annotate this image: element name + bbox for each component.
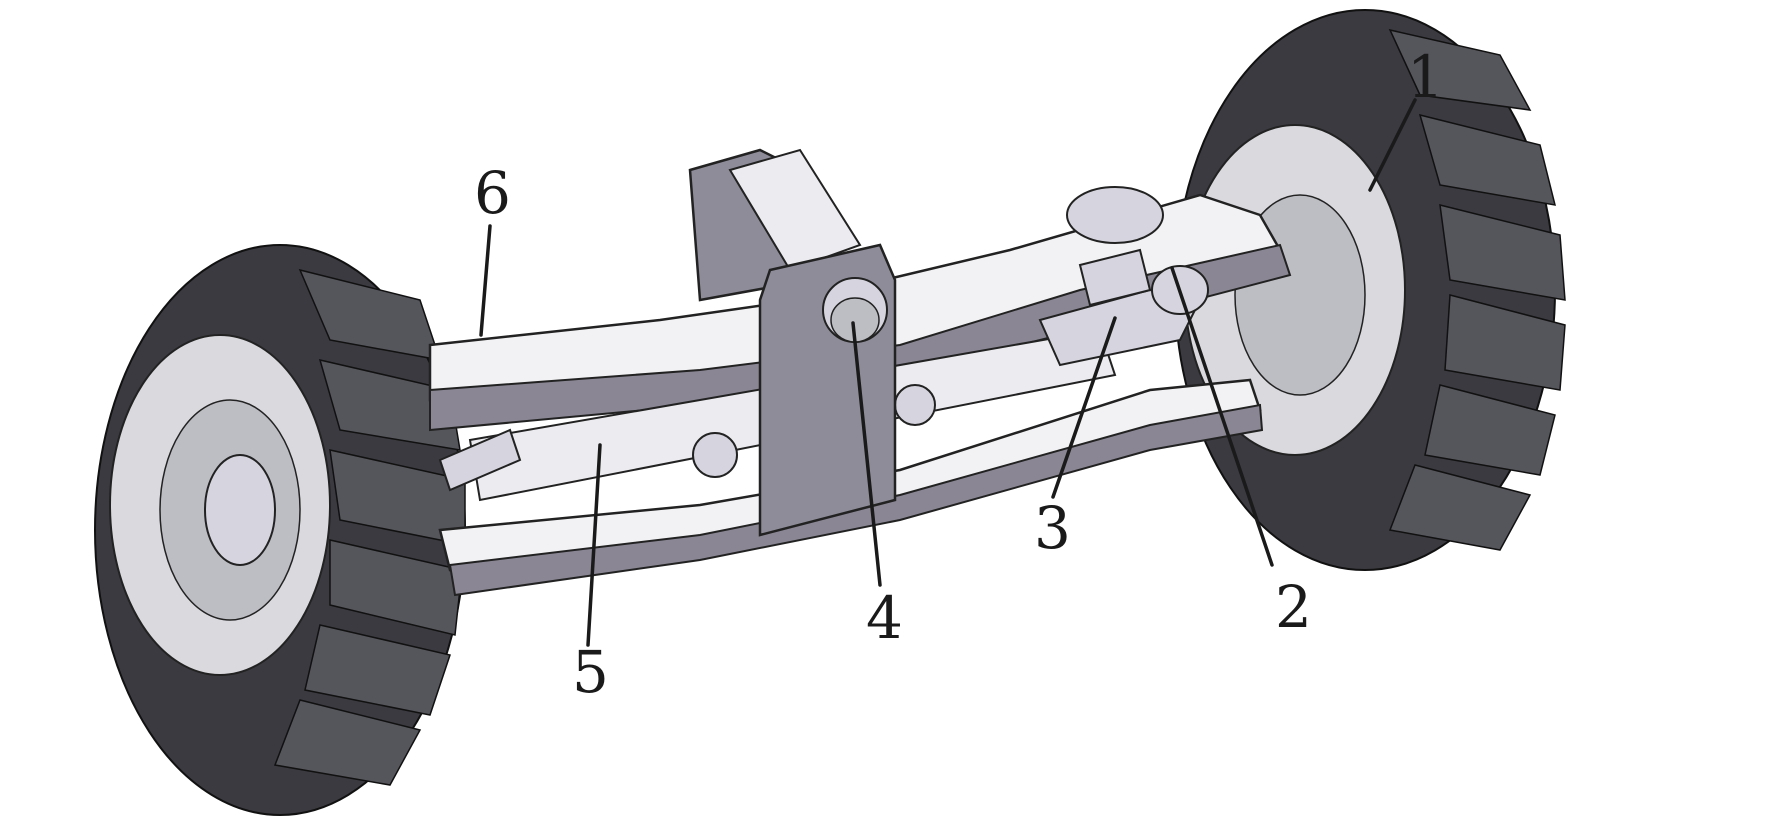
leader-lines [479,98,1417,647]
left-tie-rod-end [438,428,522,492]
callout-3: 3 [1034,494,1071,562]
callout-numbers: 1 2 3 4 5 6 [474,43,1444,706]
callout-5: 5 [572,638,609,706]
leader-2 [1170,266,1274,567]
left-tire-tread [273,268,466,786]
callout-4: 4 [866,584,903,652]
callout-6: 6 [474,159,511,227]
cylinder-port-left [692,432,738,478]
pivot-shaft [728,148,862,272]
right-wheel [1174,9,1566,571]
king-pin-top [1066,186,1164,244]
callout-2: 2 [1275,573,1312,641]
callout-1: 1 [1407,43,1444,111]
left-wheel [94,244,466,816]
leader-5 [586,443,602,647]
center-bracket [688,148,897,537]
knuckle-body [1078,248,1152,307]
leader-6 [479,224,492,337]
leader-4 [851,321,882,587]
right-tire-tread [1388,28,1566,551]
cylinder-port-right [894,384,936,426]
leader-1 [1368,98,1417,192]
leader-3 [1051,316,1117,499]
left-hub [204,454,276,566]
